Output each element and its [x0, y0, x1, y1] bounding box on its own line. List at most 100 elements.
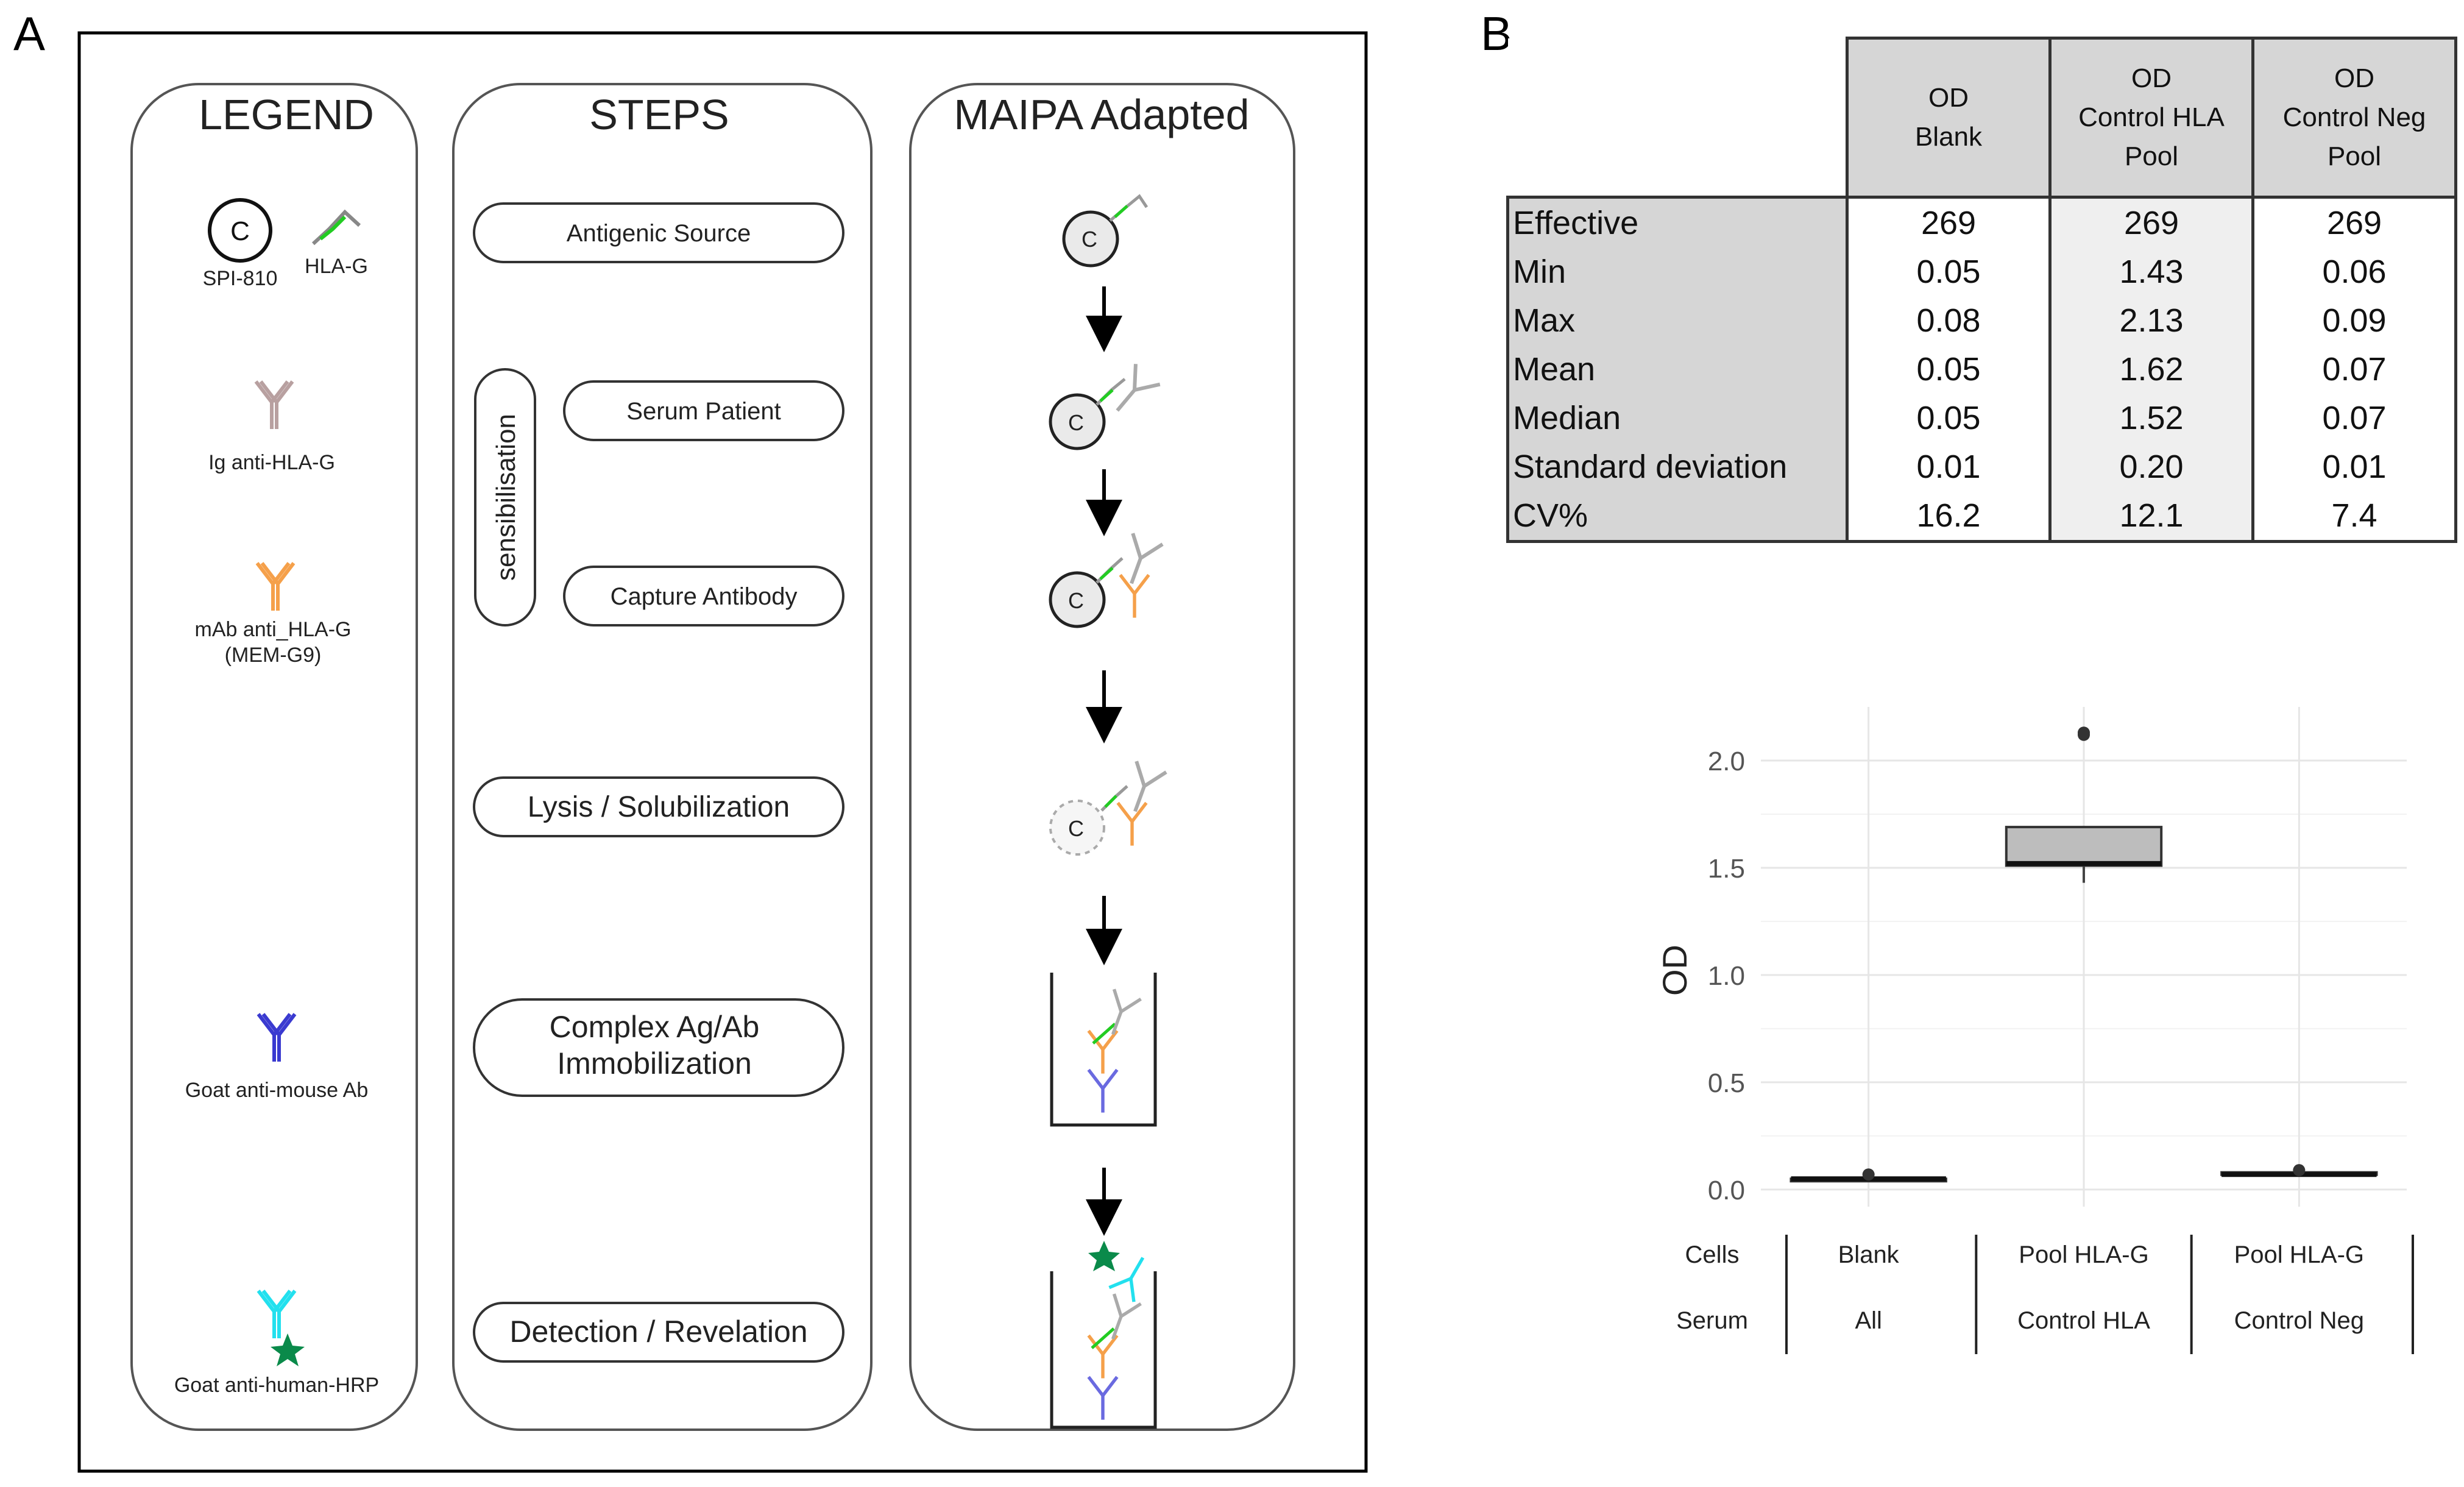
- legend-mab-mem-g9-icon: [257, 563, 294, 611]
- maipa-cell-badge-4: C: [1068, 816, 1084, 841]
- group-cells-label: Pool HLA-G: [2234, 1241, 2364, 1268]
- legend-column: [130, 83, 418, 1431]
- table-row-label: Standard deviation: [1506, 442, 1849, 491]
- maipa-title: MAIPA Adapted: [954, 91, 1249, 138]
- box-iqr: [2005, 826, 2163, 867]
- box-outlier-point: [2293, 1164, 2306, 1177]
- legend-label-hla-g: HLA-G: [305, 255, 368, 278]
- table-cell: 12.1: [2048, 491, 2254, 543]
- table-cell: 0.06: [2251, 247, 2457, 296]
- box-outlier-point: [1862, 1168, 1875, 1181]
- stats-table-corner: [1507, 38, 1849, 199]
- table-cell: 269: [2048, 196, 2254, 247]
- step-complex-line1: Complex Ag/Ab: [550, 1010, 760, 1044]
- steps-title: STEPS: [589, 91, 729, 138]
- table-cell: 0.07: [2251, 345, 2457, 394]
- maipa-stage-5: [1050, 973, 1157, 1127]
- step-antigenic-source-label: Antigenic Source: [567, 220, 751, 247]
- legend-cell-badge: C: [230, 216, 250, 246]
- stats-col-header-blank: OD Blank: [1846, 37, 2052, 199]
- legend-label-goat-anti-human-hrp: Goat anti-human-HRP: [174, 1374, 379, 1397]
- table-row-label: Max: [1506, 296, 1849, 345]
- maipa-column: [909, 83, 1295, 1431]
- legend-hrp-star-icon: [271, 1333, 305, 1366]
- legend-goat-anti-mouse-icon: [258, 1014, 295, 1062]
- table-cell: 2.13: [2048, 296, 2254, 345]
- maipa-stage-2: C: [1049, 364, 1160, 450]
- stats-table-header-row: OD Blank OD Control HLA Pool OD Control …: [1507, 37, 2457, 199]
- maipa-cell-badge-3: C: [1068, 588, 1084, 613]
- table-row-label: CV%: [1506, 491, 1849, 543]
- group-serum-label: Control Neg: [2234, 1307, 2364, 1334]
- table-row-label: Min: [1506, 247, 1849, 296]
- table-row-label: Effective: [1506, 196, 1849, 247]
- table-cell: 0.01: [2251, 442, 2457, 491]
- step-capture-antibody: [563, 566, 844, 626]
- sensibilisation-group: [474, 368, 536, 626]
- table-cell: 269: [1846, 196, 2052, 247]
- maipa-stage-4: C: [1049, 761, 1166, 856]
- group-serum-label: Control HLA: [2017, 1307, 2150, 1334]
- stats-col-header-control-hla: OD Control HLA Pool: [2048, 37, 2254, 199]
- stats-col-header-control-neg: OD Control Neg Pool: [2251, 37, 2457, 199]
- box-plot: 0.00.51.01.52.0ODCellsSerumBlankAllPool …: [1655, 707, 2414, 1354]
- step-serum-patient-label: Serum Patient: [626, 398, 781, 425]
- y-tick-label: 0.0: [1708, 1176, 1745, 1205]
- table-cell: 1.62: [2048, 345, 2254, 394]
- legend-label-spi810: SPI-810: [203, 267, 278, 290]
- legend-label-mem-g9: (MEM-G9): [225, 644, 322, 667]
- table-cell: 269: [2251, 196, 2457, 247]
- table-cell: 0.05: [1846, 345, 2052, 394]
- legend-title: LEGEND: [199, 91, 374, 138]
- table-row-label: Mean: [1506, 345, 1849, 394]
- group-serum-label: All: [1855, 1307, 1882, 1334]
- sensibilisation-label: sensibilisation: [491, 414, 521, 581]
- maipa-hrp-star-icon: [1088, 1241, 1120, 1271]
- table-cell: 0.08: [1846, 296, 2052, 345]
- legend-goat-anti-human-hrp-icon: [258, 1291, 295, 1338]
- table-cell: 7.4: [2251, 491, 2457, 543]
- step-lysis-label: Lysis / Solubilization: [528, 791, 790, 823]
- maipa-stage-1: C: [1062, 194, 1149, 268]
- table-cell: 1.52: [2048, 394, 2254, 442]
- step-detection: [473, 1302, 844, 1363]
- table-cell: 0.05: [1846, 247, 2052, 296]
- y-tick-label: 0.5: [1708, 1068, 1745, 1098]
- table-cell: 0.09: [2251, 296, 2457, 345]
- table-cell: 0.07: [2251, 394, 2457, 442]
- maipa-stage-3: C: [1049, 533, 1163, 628]
- maipa-cell-badge-1: C: [1082, 227, 1097, 252]
- legend-label-goat-anti-mouse: Goat anti-mouse Ab: [185, 1079, 369, 1102]
- panel-a-label: A: [13, 7, 45, 60]
- table-cell: 16.2: [1846, 491, 2052, 543]
- row-label-cells: Cells: [1685, 1241, 1740, 1268]
- panel-b-label: B: [1481, 7, 1512, 60]
- table-cell: 0.05: [1846, 394, 2052, 442]
- table-cell: 0.20: [2048, 442, 2254, 491]
- group-cells-label: Pool HLA-G: [2019, 1241, 2148, 1268]
- maipa-stage-6: [1050, 1241, 1155, 1429]
- table-row-label: Median: [1506, 394, 1849, 442]
- y-tick-label: 2.0: [1708, 747, 1745, 776]
- legend-label-mab-anti-hla-g: mAb anti_HLA-G: [195, 618, 352, 641]
- table-cell: 0.01: [1846, 442, 2052, 491]
- maipa-cell-badge-2: C: [1068, 410, 1084, 435]
- group-cells-label: Blank: [1838, 1241, 1900, 1268]
- box-outlier-point: [2078, 726, 2090, 739]
- step-lysis: [473, 776, 844, 837]
- legend-ig-anti-hla-g-icon: [256, 382, 292, 429]
- step-detection-label: Detection / Revelation: [509, 1315, 807, 1349]
- step-serum-patient: [563, 380, 844, 441]
- row-label-serum: Serum: [1676, 1307, 1748, 1334]
- legend-label-ig-anti-hla-g: Ig anti-HLA-G: [208, 451, 335, 474]
- step-antigenic-source: [473, 202, 844, 263]
- step-complex-immobilization: [473, 998, 844, 1097]
